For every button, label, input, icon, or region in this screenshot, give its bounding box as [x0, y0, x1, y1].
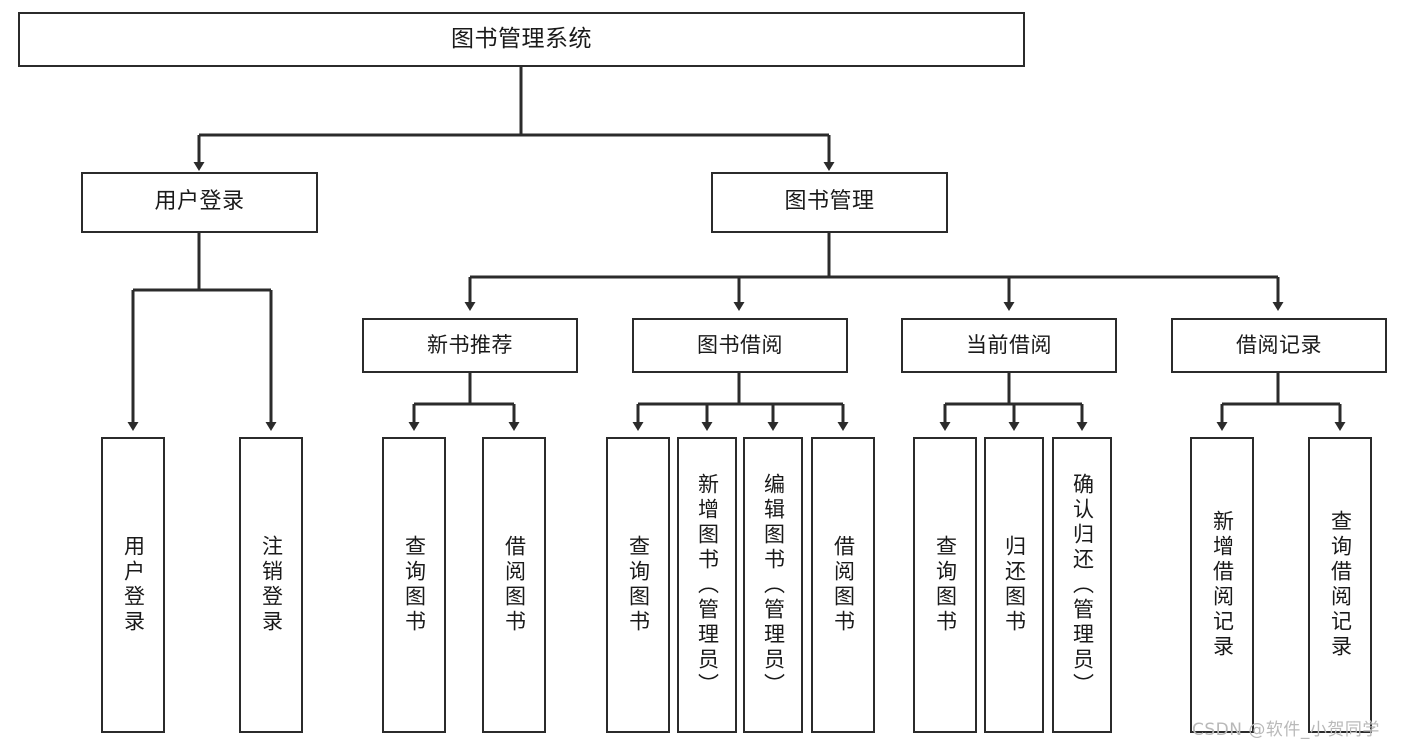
- node-leaf-query-book-current[interactable]: 查询图书: [913, 437, 977, 733]
- node-label: 借阅图书: [502, 535, 527, 635]
- node-label: 查询图书: [933, 535, 958, 635]
- node-label: 新增图书（管理员）: [695, 472, 720, 698]
- node-user-login[interactable]: 用户登录: [81, 172, 318, 233]
- node-current-borrow[interactable]: 当前借阅: [901, 318, 1117, 373]
- node-leaf-confirm-return-admin[interactable]: 确认归还（管理员）: [1052, 437, 1112, 733]
- node-label: 借阅记录: [1236, 332, 1322, 357]
- node-leaf-add-book-admin[interactable]: 新增图书（管理员）: [677, 437, 737, 733]
- node-label: 图书管理系统: [451, 25, 592, 52]
- node-label: 查询借阅记录: [1328, 510, 1353, 660]
- node-new-book-recommend[interactable]: 新书推荐: [362, 318, 578, 373]
- node-label: 归还图书: [1002, 535, 1027, 635]
- node-label: 新书推荐: [427, 332, 513, 357]
- node-label: 图书借阅: [697, 332, 783, 357]
- node-leaf-return-book[interactable]: 归还图书: [984, 437, 1044, 733]
- node-label: 用户登录: [121, 535, 146, 635]
- node-label: 查询图书: [402, 535, 427, 635]
- node-label: 借阅图书: [831, 535, 856, 635]
- node-leaf-edit-book-admin[interactable]: 编辑图书（管理员）: [743, 437, 803, 733]
- node-borrow-record[interactable]: 借阅记录: [1171, 318, 1387, 373]
- node-label: 查询图书: [626, 535, 651, 635]
- node-label: 确认归还（管理员）: [1070, 472, 1095, 698]
- node-root-system[interactable]: 图书管理系统: [18, 12, 1025, 67]
- node-label: 用户登录: [154, 189, 245, 215]
- node-label: 注销登录: [259, 535, 284, 635]
- node-leaf-query-borrow-record[interactable]: 查询借阅记录: [1308, 437, 1372, 733]
- node-leaf-borrow-book-borrow[interactable]: 借阅图书: [811, 437, 875, 733]
- node-book-manage[interactable]: 图书管理: [711, 172, 948, 233]
- node-label: 编辑图书（管理员）: [761, 472, 786, 698]
- node-leaf-add-borrow-record[interactable]: 新增借阅记录: [1190, 437, 1254, 733]
- node-leaf-query-book-rec[interactable]: 查询图书: [382, 437, 446, 733]
- node-label: 图书管理: [784, 189, 875, 215]
- node-label: 当前借阅: [966, 332, 1052, 357]
- node-book-borrow[interactable]: 图书借阅: [632, 318, 848, 373]
- node-leaf-user-login[interactable]: 用户登录: [101, 437, 165, 733]
- watermark-text: CSDN @软件_小贺同学: [1192, 720, 1380, 740]
- node-leaf-borrow-book-rec[interactable]: 借阅图书: [482, 437, 546, 733]
- node-label: 新增借阅记录: [1210, 510, 1235, 660]
- node-leaf-query-book-borrow[interactable]: 查询图书: [606, 437, 670, 733]
- node-leaf-user-logout[interactable]: 注销登录: [239, 437, 303, 733]
